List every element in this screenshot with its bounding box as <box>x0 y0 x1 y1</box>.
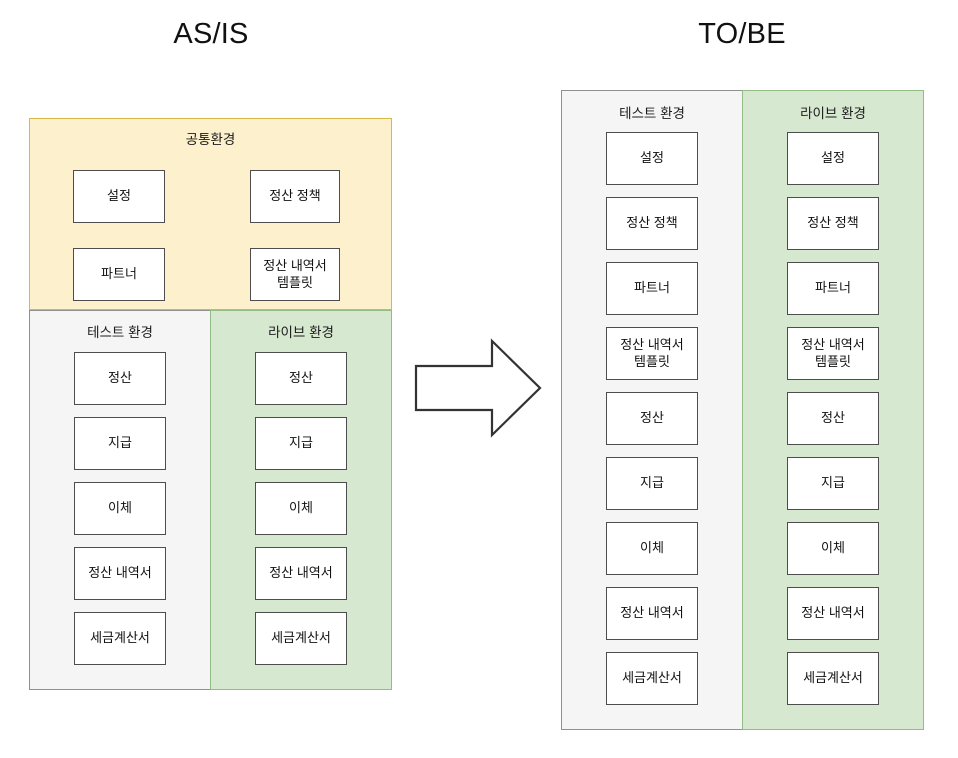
tobe-live-node-4[interactable]: 정산 <box>787 392 879 445</box>
tobe-test-node-6[interactable]: 이체 <box>606 522 698 575</box>
asis-test-node-2[interactable]: 이체 <box>74 482 166 535</box>
asis-test-node-3[interactable]: 정산 내역서 <box>74 547 166 600</box>
tobe-test-node-8[interactable]: 세금계산서 <box>606 652 698 705</box>
tobe-test-node-2[interactable]: 파트너 <box>606 262 698 315</box>
tobe-test-node-3[interactable]: 정산 내역서 템플릿 <box>606 327 698 380</box>
asis-title: AS/IS <box>173 18 249 50</box>
tobe-test-environment-label: 테스트 환경 <box>619 106 685 121</box>
tobe-live-node-2[interactable]: 파트너 <box>787 262 879 315</box>
asis-live-node-2[interactable]: 이체 <box>255 482 347 535</box>
asis-common-node-1[interactable]: 정산 정책 <box>250 170 340 223</box>
asis-common-node-0[interactable]: 설정 <box>73 170 165 223</box>
tobe-test-node-7[interactable]: 정산 내역서 <box>606 587 698 640</box>
tobe-live-node-6[interactable]: 이체 <box>787 522 879 575</box>
asis-live-node-3[interactable]: 정산 내역서 <box>255 547 347 600</box>
asis-test-environment-label: 테스트 환경 <box>87 325 153 340</box>
tobe-live-node-1[interactable]: 정산 정책 <box>787 197 879 250</box>
asis-live-node-1[interactable]: 지급 <box>255 417 347 470</box>
tobe-live-node-7[interactable]: 정산 내역서 <box>787 587 879 640</box>
asis-test-node-0[interactable]: 정산 <box>74 352 166 405</box>
tobe-title: TO/BE <box>698 18 786 50</box>
tobe-live-node-5[interactable]: 지급 <box>787 457 879 510</box>
asis-live-environment-label: 라이브 환경 <box>268 325 334 340</box>
asis-common-node-3[interactable]: 정산 내역서 템플릿 <box>250 248 340 301</box>
tobe-live-node-3[interactable]: 정산 내역서 템플릿 <box>787 327 879 380</box>
asis-live-node-0[interactable]: 정산 <box>255 352 347 405</box>
transition-arrow <box>414 338 542 438</box>
tobe-live-environment-label: 라이브 환경 <box>800 106 866 121</box>
asis-live-node-4[interactable]: 세금계산서 <box>255 612 347 665</box>
tobe-test-node-4[interactable]: 정산 <box>606 392 698 445</box>
tobe-test-node-0[interactable]: 설정 <box>606 132 698 185</box>
asis-common-environment-label: 공통환경 <box>185 132 236 147</box>
asis-test-node-4[interactable]: 세금계산서 <box>74 612 166 665</box>
right-arrow-icon <box>414 338 542 438</box>
tobe-test-node-1[interactable]: 정산 정책 <box>606 197 698 250</box>
tobe-live-node-8[interactable]: 세금계산서 <box>787 652 879 705</box>
tobe-live-node-0[interactable]: 설정 <box>787 132 879 185</box>
asis-common-node-2[interactable]: 파트너 <box>73 248 165 301</box>
asis-test-node-1[interactable]: 지급 <box>74 417 166 470</box>
tobe-test-node-5[interactable]: 지급 <box>606 457 698 510</box>
